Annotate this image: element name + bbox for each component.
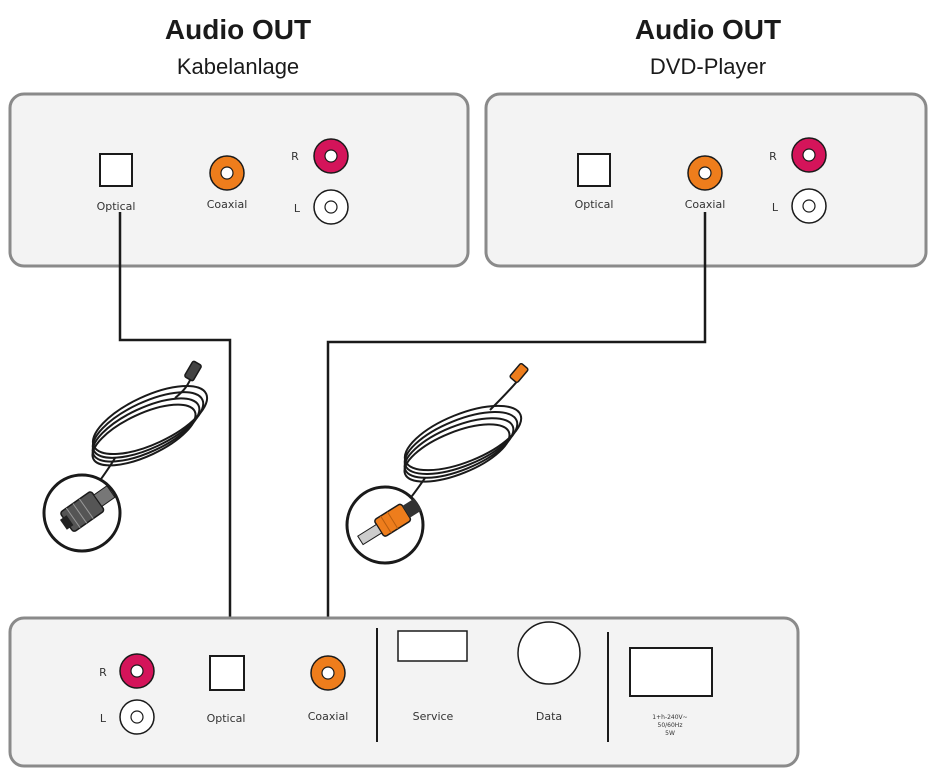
left-device-subtitle: Kabelanlage — [177, 54, 299, 79]
right-device-subtitle: DVD-Player — [650, 54, 766, 79]
bottom-rca-red-port-icon — [119, 653, 155, 689]
left-optical-label: Optical — [97, 200, 136, 213]
power-spec-line-1: 1+h-240V~ — [652, 714, 687, 721]
right-l-label: L — [772, 201, 779, 214]
bottom-coaxial-label: Coaxial — [308, 710, 349, 723]
data-label: Data — [536, 710, 562, 723]
left-coaxial-port-icon — [209, 155, 245, 191]
service-port-icon — [397, 630, 468, 662]
right-r-label: R — [769, 150, 777, 163]
left-coaxial-label: Coaxial — [207, 198, 248, 211]
left-r-label: R — [291, 150, 299, 163]
bottom-l-label: L — [100, 712, 107, 725]
coaxial-connection-wire — [326, 212, 707, 640]
left-rca-white-port-icon — [313, 189, 349, 225]
bottom-rca-white-port-icon — [119, 699, 155, 735]
coaxial-cable-icon — [345, 362, 529, 565]
bottom-coaxial-port-icon — [310, 655, 346, 691]
left-l-label: L — [294, 202, 301, 215]
data-port-icon — [517, 621, 581, 685]
right-device-title: Audio OUT — [635, 14, 781, 45]
left-device-title: Audio OUT — [165, 14, 311, 45]
bottom-optical-port-icon — [209, 655, 245, 691]
power-socket-icon — [629, 647, 713, 697]
power-spec-line-3: 5W — [665, 730, 675, 737]
bottom-optical-label: Optical — [207, 712, 246, 725]
optical-cable-icon — [42, 360, 209, 553]
left-device-panel: Optical Coaxial R L — [8, 92, 470, 268]
bottom-r-label: R — [99, 666, 107, 679]
right-optical-label: Optical — [575, 198, 614, 211]
service-label: Service — [413, 710, 454, 723]
left-optical-port-icon — [99, 153, 133, 187]
optical-connection-wire — [118, 212, 232, 640]
right-rca-red-port-icon — [791, 137, 827, 173]
right-optical-port-icon — [577, 153, 611, 187]
right-rca-white-port-icon — [791, 188, 827, 224]
right-device-panel: Optical Coaxial R L — [484, 92, 928, 268]
bottom-device-panel: R L Optical Coaxial Service Data 1+h-240… — [8, 616, 800, 768]
right-coaxial-port-icon — [687, 155, 723, 191]
power-spec-line-2: 50/60Hz — [658, 722, 683, 729]
left-rca-red-port-icon — [313, 138, 349, 174]
right-coaxial-label: Coaxial — [685, 198, 726, 211]
